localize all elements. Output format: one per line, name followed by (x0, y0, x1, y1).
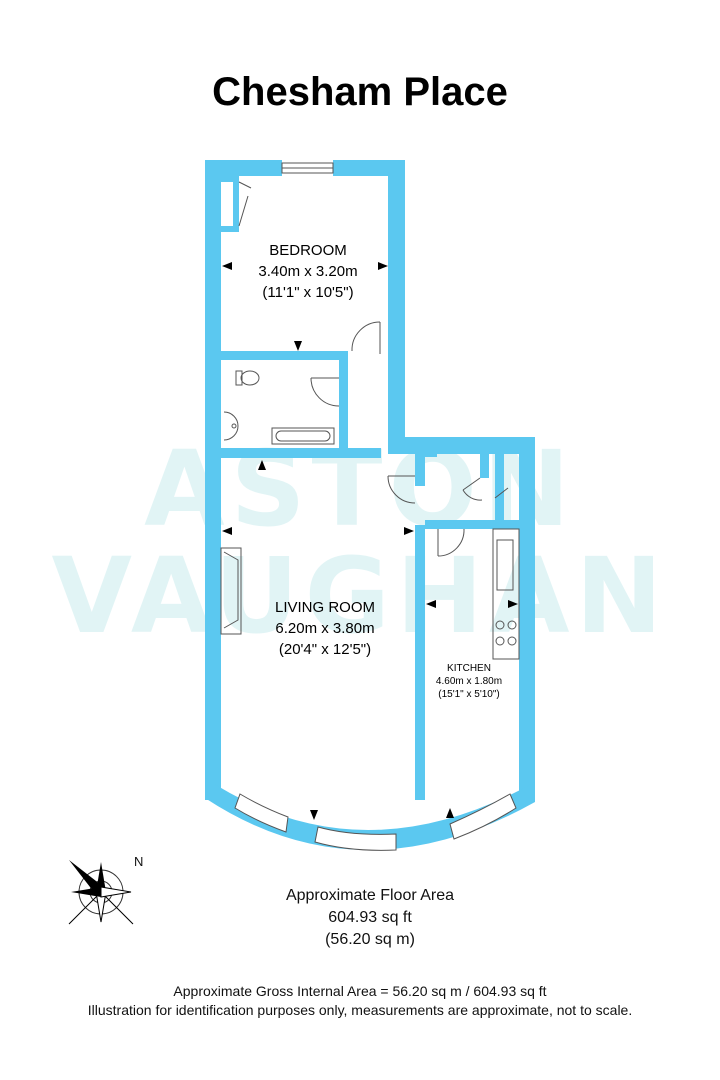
compass-rose (68, 860, 134, 925)
room-metric: 4.60m x 1.80m (435, 676, 503, 687)
compass-north-label: N (134, 854, 144, 869)
footer-gross-area: Approximate Gross Internal Area = 56.20 … (173, 983, 547, 999)
room-imperial: (11'1" x 10'5") (262, 284, 354, 301)
page-title: Chesham Place (212, 70, 508, 114)
bedroom-window (281, 162, 334, 174)
floor-area-summary: Approximate Floor Area 604.93 sq ft (56.… (220, 885, 520, 951)
room-imperial: (15'1" x 5'10") (438, 689, 500, 700)
area-heading: Approximate Floor Area (285, 887, 455, 904)
room-imperial: (20'4" x 12'5") (278, 641, 372, 658)
room-name: LIVING ROOM (274, 599, 375, 616)
bedroom-label: BEDROOM 3.40m x 3.20m (11'1" x 10'5") (238, 240, 378, 303)
fixtures (220, 181, 520, 660)
room-metric: 3.40m x 3.20m (258, 263, 358, 280)
room-name: BEDROOM (269, 242, 347, 259)
area-sqft: 604.93 sq ft (328, 909, 412, 926)
room-metric: 6.20m x 3.80m (275, 620, 375, 637)
kitchen-label: KITCHEN 4.60m x 1.80m (15'1" x 5'10") (424, 662, 514, 701)
room-name: KITCHEN (447, 663, 491, 674)
watermark-vaughan: VAUGHAN (51, 535, 669, 657)
area-sqm: (56.20 sq m) (325, 931, 415, 948)
internal-walls (221, 176, 519, 800)
measurement-arrows (222, 262, 518, 820)
living-room-label: LIVING ROOM 6.20m x 3.80m (20'4" x 12'5"… (250, 597, 400, 660)
footer-disclaimer: Illustration for identification purposes… (87, 1002, 633, 1018)
bay-windows (234, 793, 517, 851)
